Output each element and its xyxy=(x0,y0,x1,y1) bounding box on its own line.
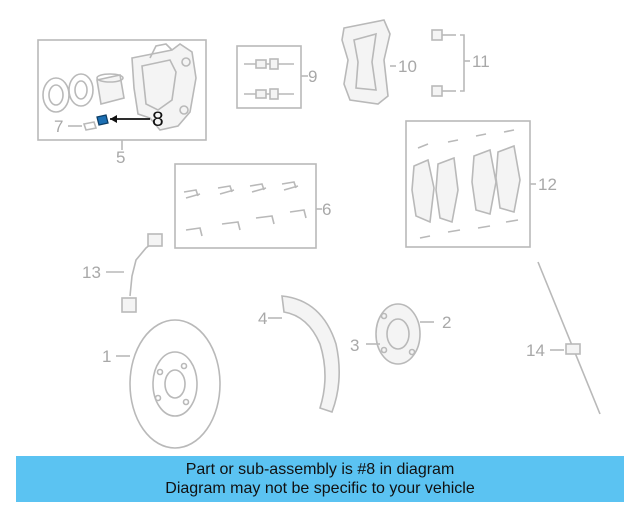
callout-10[interactable]: 10 xyxy=(398,57,417,76)
callout-4[interactable]: 4 xyxy=(258,309,267,328)
callout-5[interactable]: 5 xyxy=(116,148,125,167)
callout-8[interactable]: 8 xyxy=(152,108,164,131)
callout-2[interactable]: 2 xyxy=(442,313,451,332)
pad-clip-kit-group xyxy=(174,163,322,249)
wear-sensor xyxy=(106,233,163,313)
banner-line-1: Part or sub-assembly is #8 in diagram xyxy=(185,461,455,478)
callout-7[interactable]: 7 xyxy=(54,117,63,136)
callout-13[interactable]: 13 xyxy=(82,263,101,282)
callout-12[interactable]: 12 xyxy=(538,175,557,194)
brake-rotor xyxy=(116,319,221,449)
wheel-hub xyxy=(366,303,434,365)
sensor-cable xyxy=(537,261,601,415)
guide-pin-kit-group xyxy=(236,45,308,109)
highlighted-part-8[interactable] xyxy=(96,114,109,126)
callout-3[interactable]: 3 xyxy=(350,336,359,355)
banner-line-2: Diagram may not be specific to your vehi… xyxy=(165,480,475,497)
callout-14[interactable]: 14 xyxy=(526,341,545,360)
caliper-assembly-group xyxy=(37,39,207,150)
callout-6[interactable]: 6 xyxy=(322,200,331,219)
splash-shield xyxy=(268,295,340,414)
brake-pad-set-group xyxy=(405,120,536,248)
callout-9[interactable]: 9 xyxy=(308,67,317,86)
bracket-bolts xyxy=(431,29,470,97)
info-banner: Part or sub-assembly is #8 in diagram Di… xyxy=(16,456,624,502)
caliper-bracket xyxy=(341,19,396,105)
callout-1[interactable]: 1 xyxy=(102,347,111,366)
callout-11[interactable]: 11 xyxy=(472,52,490,71)
